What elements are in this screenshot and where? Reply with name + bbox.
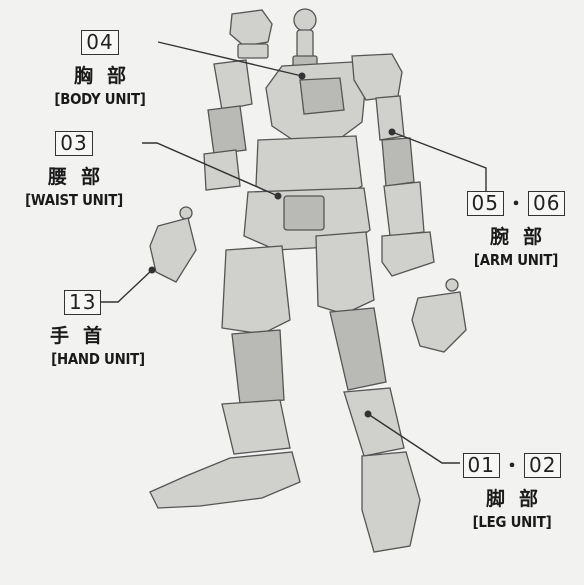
part-number-leg-1: 01 — [463, 453, 500, 478]
right-leg-part — [316, 232, 420, 552]
label-body-jp: 胸部 — [30, 61, 184, 88]
callout-body: 04 胸部 [BODY UNIT] — [30, 30, 170, 108]
label-waist-jp: 腰部 — [0, 162, 162, 189]
part-number-arm-2: 06 — [528, 191, 565, 216]
label-hand-jp: 手首 — [28, 321, 182, 348]
hand-part-left — [150, 207, 196, 282]
callout-leg: 01 ・ 02 脚部 [LEG UNIT] — [446, 452, 578, 531]
body-part — [256, 62, 366, 202]
separator-dot: ・ — [503, 452, 521, 478]
part-number-waist: 03 — [55, 131, 92, 156]
label-arm-en: [ARM UNIT] — [459, 251, 573, 269]
label-arm-jp: 腕部 — [450, 222, 584, 249]
label-waist-en: [WAIST UNIT] — [10, 191, 137, 209]
label-leg-jp: 脚部 — [446, 484, 584, 511]
callout-arm: 05 ・ 06 腕部 [ARM UNIT] — [450, 190, 582, 269]
part-number-arm-1: 05 — [467, 191, 504, 216]
hand-part-right — [412, 279, 466, 352]
callout-hand: 13 手首 [HAND UNIT] — [28, 290, 168, 368]
label-body-en: [BODY UNIT] — [40, 90, 160, 108]
part-number-leg-2: 02 — [524, 453, 561, 478]
part-number-hand: 13 — [64, 290, 101, 315]
callout-waist: 03 腰部 [WAIST UNIT] — [0, 131, 148, 209]
head-part — [293, 9, 317, 70]
label-hand-en: [HAND UNIT] — [38, 350, 158, 368]
separator-dot: ・ — [507, 190, 525, 216]
label-leg-en: [LEG UNIT] — [455, 513, 569, 531]
left-leg-part — [150, 246, 300, 508]
part-number-body: 04 — [81, 30, 118, 55]
